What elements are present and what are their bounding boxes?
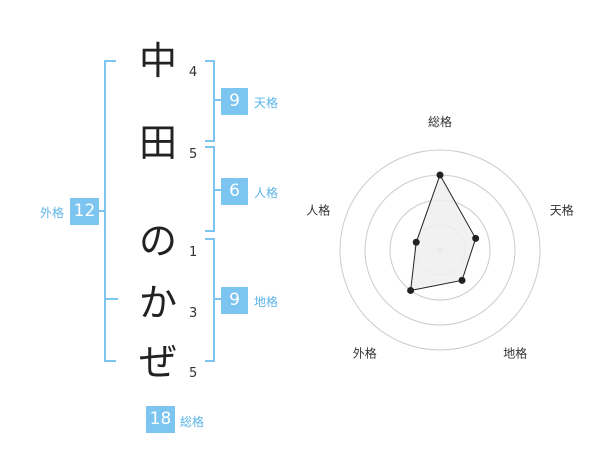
name-char-5: ぜ bbox=[138, 340, 177, 384]
name-char-1: 中 bbox=[138, 39, 177, 83]
stroke-count-5: 5 bbox=[189, 366, 198, 381]
radar-point-3 bbox=[458, 276, 466, 284]
jinkaku-value-badge: 6 bbox=[221, 178, 248, 205]
stroke-count-3: 1 bbox=[189, 245, 198, 260]
radar-axis-label-4: 外格 bbox=[353, 346, 377, 361]
radar-axis-label-1: 総格 bbox=[428, 114, 452, 129]
radar-point-5 bbox=[412, 238, 420, 246]
soukaku-label: 総格 bbox=[180, 415, 205, 429]
name-char-3: の bbox=[138, 219, 177, 263]
radar-point-2 bbox=[472, 234, 480, 242]
tenkaku-bracket bbox=[205, 60, 215, 142]
gaikaku-value-badge: 12 bbox=[70, 198, 99, 225]
gaikaku-bracket-mid-tick bbox=[106, 298, 118, 300]
soukaku-value-badge: 18 bbox=[146, 406, 175, 433]
tenkaku-value-badge: 9 bbox=[221, 88, 248, 115]
chikaku-bracket bbox=[205, 238, 215, 362]
chikaku-value-badge: 9 bbox=[221, 287, 248, 314]
stroke-count-4: 3 bbox=[189, 306, 198, 321]
jinkaku-label: 人格 bbox=[254, 186, 279, 200]
gaikaku-label: 外格 bbox=[40, 206, 65, 220]
name-char-4: か bbox=[138, 281, 177, 325]
stroke-count-1: 4 bbox=[189, 65, 198, 80]
name-char-2: 田 bbox=[138, 121, 177, 165]
radar-axis-label-3: 地格 bbox=[503, 346, 527, 361]
jinkaku-bracket-tick bbox=[215, 189, 221, 191]
tenkaku-label: 天格 bbox=[254, 96, 279, 110]
tenkaku-bracket-tick bbox=[215, 99, 221, 101]
chikaku-bracket-tick bbox=[215, 298, 221, 300]
radar-series-area bbox=[410, 173, 477, 292]
stroke-count-2: 5 bbox=[189, 147, 198, 162]
radar-point-1 bbox=[436, 171, 444, 179]
gaikaku-bracket-tick bbox=[98, 210, 104, 212]
radar-ring bbox=[339, 149, 541, 351]
jinkaku-bracket bbox=[205, 146, 215, 232]
gaikaku-bracket bbox=[104, 60, 116, 362]
radar-axis-label-5: 人格 bbox=[306, 202, 330, 217]
radar-point-4 bbox=[407, 286, 415, 294]
radar-axis-label-2: 天格 bbox=[550, 202, 574, 217]
chikaku-label: 地格 bbox=[254, 295, 279, 309]
